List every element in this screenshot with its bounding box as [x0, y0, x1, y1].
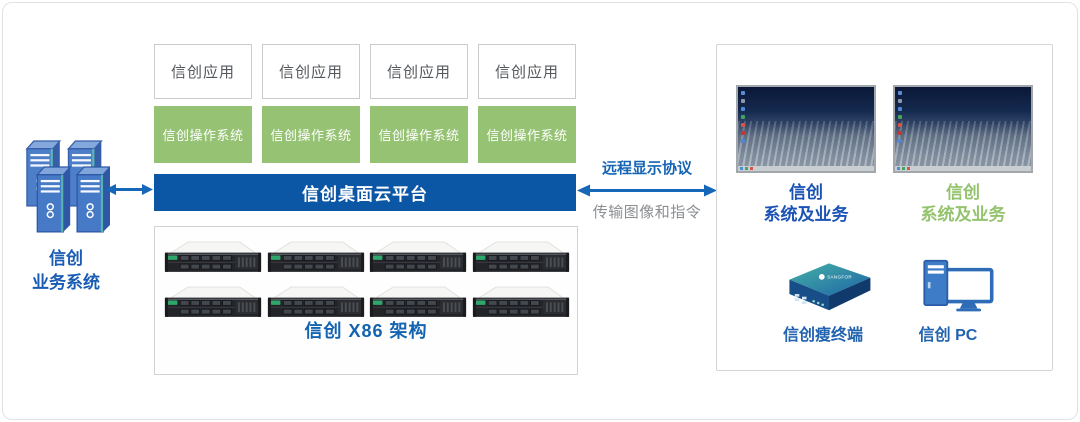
monitor-label-green: 信创 系统及业务: [893, 182, 1033, 226]
thin-client-icon: SANGFOR: [789, 263, 871, 311]
rack-server-icon: [266, 239, 366, 274]
protocol-double-arrow-icon: [577, 184, 717, 197]
os-box-3-label: 信创操作系统: [378, 128, 460, 143]
monitor-label-green-line2: 系统及业务: [920, 205, 1006, 224]
os-box-4-label: 信创操作系统: [486, 128, 568, 143]
rack-server-icon: [368, 284, 468, 319]
taskbar: [895, 166, 1031, 171]
desktop-icons: [898, 91, 902, 143]
os-box-2-label: 信创操作系统: [270, 128, 352, 143]
os-box-1-label: 信创操作系统: [162, 128, 244, 143]
app-box-1-label: 信创应用: [170, 64, 235, 81]
desktop-cloud-platform-bar: 信创桌面云平台: [154, 174, 576, 211]
desktop-icons: [741, 91, 745, 143]
business-server-towers-icon: [26, 140, 110, 233]
rack-server-icon: [471, 239, 571, 274]
thin-client-label: 信创瘦终端: [782, 327, 863, 344]
desktop-screen-blue: [736, 85, 876, 173]
x86-cluster-label: 信创 X86 架构: [304, 321, 428, 341]
desktop-wallpaper: [738, 120, 874, 166]
monitor-label-blue: 信创 系统及业务: [736, 182, 876, 226]
monitor-label-blue-line1: 信创: [789, 183, 823, 202]
left-double-arrow-icon: [105, 184, 153, 195]
os-box-2: 信创操作系统: [262, 106, 360, 163]
rack-server-icon: [368, 239, 468, 274]
business-system-label-line1: 信创: [49, 249, 83, 268]
rack-server-icon: [266, 284, 366, 319]
os-box-4: 信创操作系统: [478, 106, 576, 163]
app-box-2: 信创应用: [262, 44, 360, 99]
business-system-label-line2: 业务系统: [32, 273, 100, 292]
os-box-3: 信创操作系统: [370, 106, 468, 163]
app-box-1: 信创应用: [154, 44, 252, 99]
monitor-label-green-line1: 信创: [946, 183, 980, 202]
thin-client-brand-text: SANGFOR: [827, 275, 852, 280]
app-box-3: 信创应用: [370, 44, 468, 99]
desktop-screen-green: [893, 85, 1033, 173]
terminal-panel: 信创 系统及业务 信创 系统及业务 SANGFOR 信创瘦终端: [716, 44, 1053, 371]
os-box-1: 信创操作系统: [154, 106, 252, 163]
rack-server-icon: [163, 284, 263, 319]
rack-server-icon: [163, 239, 263, 274]
business-system-label: 信创 业务系统: [8, 247, 124, 295]
monitor-label-blue-line2: 系统及业务: [763, 205, 849, 224]
x86-cluster-box: 信创 X86 架构: [154, 226, 578, 375]
app-box-4-label: 信创应用: [494, 64, 559, 81]
platform-bar-label: 信创桌面云平台: [302, 185, 428, 204]
app-box-4: 信创应用: [478, 44, 576, 99]
pc-label: 信创 PC: [918, 327, 978, 344]
taskbar: [738, 166, 874, 171]
app-box-3-label: 信创应用: [386, 64, 451, 81]
app-box-2-label: 信创应用: [278, 64, 343, 81]
rack-server-icon: [471, 284, 571, 319]
remote-protocol-label: 远程显示协议: [601, 160, 692, 177]
transfer-label: 传输图像和指令: [592, 204, 702, 221]
desktop-wallpaper: [895, 120, 1031, 166]
pc-icon: [923, 259, 994, 312]
